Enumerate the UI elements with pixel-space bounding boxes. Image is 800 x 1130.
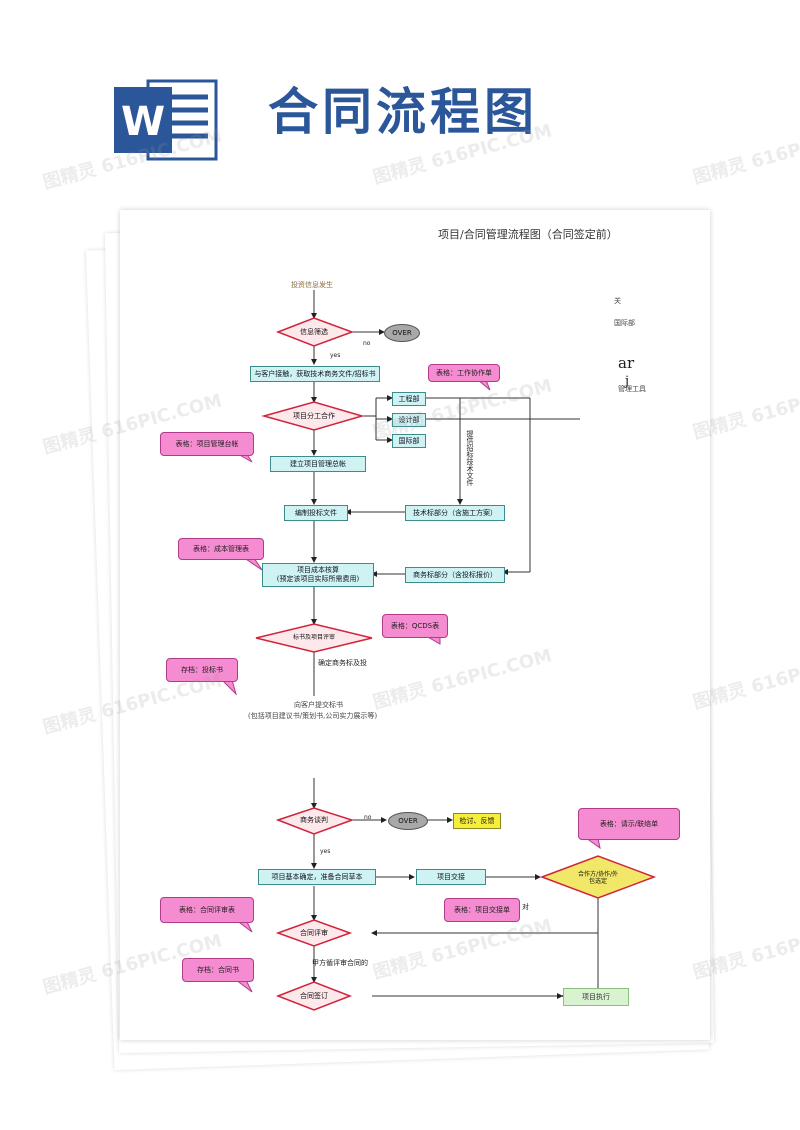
cost-accounting-box: 项目成本核算 (预定该项目实际所需费用) (262, 563, 374, 587)
project-exec-box: 项目执行 (563, 988, 629, 1006)
yes-label-2: yes (320, 848, 331, 855)
decision-review: 标书及项目评审 (292, 634, 335, 642)
page-header: W 合同流程图 (0, 0, 800, 200)
handover-box: 项目交接 (416, 869, 486, 885)
confirm-note: 确定商务标及投 (318, 659, 367, 667)
side-note-1: 关 (614, 297, 621, 305)
contact-client-box: 与客户接触，获取技术商务文件/招标书 (250, 366, 380, 382)
basic-confirm-box: 项目基本确定，准备合同草本 (258, 869, 376, 885)
vertical-note: 提供招标技术文件 (466, 430, 474, 486)
design-dept-box: 设计部 (392, 413, 426, 427)
callout-ledger: 表格：项目管理台帐 (160, 432, 254, 456)
submit-line-2: (包括项目建议书/策划书,公司实力展示等) (248, 712, 378, 720)
yes-label-1: yes (330, 352, 341, 359)
decision-division: 项目分工合作 (293, 411, 335, 420)
tech-bid-box: 技术标部分（含施工方案） (405, 505, 505, 521)
party-note: 甲方循评审合同的 (312, 959, 368, 967)
side-note-4: j (625, 374, 630, 389)
decision-info-shape (275, 317, 355, 347)
decision-review-shape (255, 623, 373, 653)
submit-line-1: 向客户提交标书 (294, 701, 343, 709)
decision-contract-review: 合同评审 (300, 928, 328, 937)
decision-partner: 合作方/协作/外 包选定 (562, 868, 634, 888)
decision-nego-shape (275, 807, 355, 835)
callout-contract-archive: 存档：合同书 (182, 958, 254, 982)
cost-line-1: 项目成本核算 (297, 566, 339, 575)
callout-contract-review: 表格：合同评审表 (160, 897, 254, 923)
document-title: 合同流程图 (268, 82, 538, 141)
note-right: 对 (522, 903, 529, 911)
start-label: 投资信息发生 (291, 281, 333, 289)
callout-handover: 表格：项目交接单 (444, 898, 520, 922)
callout-qcds: 表格：QCDS表 (382, 614, 448, 638)
decision-division-shape (261, 401, 365, 431)
partner-line-2: 包选定 (588, 878, 607, 885)
decision-contract-review-shape (275, 919, 353, 947)
callout-work-coop: 表格：工作协作单 (428, 364, 500, 382)
callout-bid-archive: 存档：投标书 (166, 658, 238, 682)
biz-bid-box: 商务标部分（含投标报价） (405, 567, 505, 583)
page-title: 项目/合同管理流程图（合同签定前） (438, 228, 618, 241)
decision-sign: 合同签订 (300, 991, 328, 1000)
decision-info: 信息筛选 (300, 327, 328, 336)
cost-line-2: (预定该项目实际所需费用) (276, 575, 360, 583)
no-label-2: no (364, 814, 372, 821)
over-oval-2: OVER (388, 812, 428, 830)
decision-nego: 商务谈判 (300, 815, 328, 824)
setup-ledger-box: 建立项目管理总帐 (270, 456, 366, 472)
side-note-3: ar (618, 354, 635, 372)
callout-request: 表格：请示/联络单 (578, 808, 680, 840)
word-icon-letter: W (121, 99, 165, 145)
bid-file-box: 编制投标文件 (284, 505, 348, 521)
side-note-5: 管理工具 (618, 385, 646, 393)
eng-dept-box: 工程部 (392, 392, 426, 406)
word-icon: W (114, 79, 218, 161)
review-feedback-box: 检讨、反馈 (453, 813, 501, 829)
decision-sign-shape (275, 981, 353, 1011)
intl-dept-box: 国际部 (392, 434, 426, 448)
side-note-2: 国际部 (614, 319, 635, 327)
partner-line-1: 合作方/协作/外 (577, 870, 619, 878)
no-label-1: no (363, 340, 371, 347)
callout-cost: 表格：成本管理表 (178, 538, 264, 560)
over-oval-1: OVER (384, 324, 420, 342)
decision-partner-shape (539, 855, 657, 899)
